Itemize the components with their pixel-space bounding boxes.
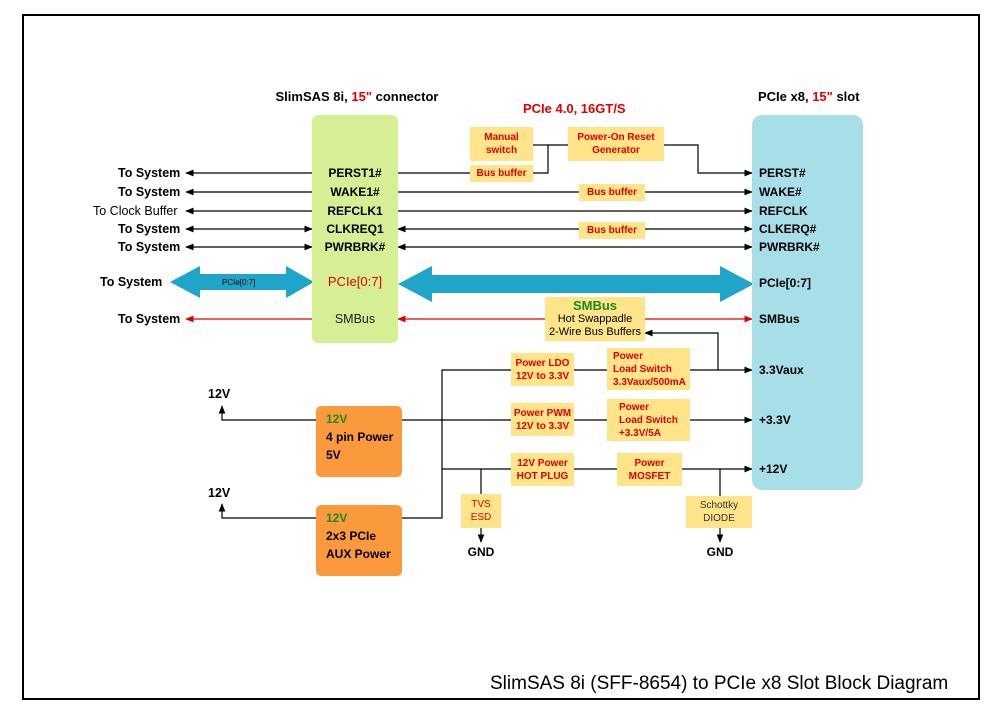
pin-smbus-left: SMBus (334, 312, 376, 326)
right-signal-lines (397, 144, 753, 251)
four-pin-line1: 4 pin Power (326, 430, 394, 444)
rail-3v3aux: 3.3Vaux (759, 363, 804, 377)
input-12v-top: 12V (208, 387, 231, 401)
pin-pcie-right: PCIe[0:7] (759, 276, 812, 290)
pin-refclk: REFCLK (759, 204, 808, 218)
pin-clkreq1: CLKREQ1 (326, 222, 384, 236)
left-connector-title: SlimSAS 8i, 15" connector (275, 89, 439, 104)
to-system-label: To System (118, 185, 181, 199)
pcie-to-system-label: To System (100, 275, 163, 289)
pcie-arrows (170, 266, 754, 302)
to-system-label: To System (118, 166, 181, 180)
to-system-label: To System (118, 240, 181, 254)
pin-wake1: WAKE1# (330, 185, 380, 199)
gnd-label: GND (467, 545, 495, 559)
gnd-label: GND (706, 545, 734, 559)
to-system-label: To System (118, 222, 181, 236)
pin-pcie-left: PCIe[0:7] (327, 274, 383, 289)
rail-12v: +12V (759, 462, 788, 476)
four-pin-title: 12V (326, 412, 348, 426)
aux-power-line1: 2x3 PCIe (326, 529, 377, 543)
right-slot-title: PCIe x8, 15" slot (758, 89, 860, 104)
smbus-buffer-title: SMBus (572, 298, 618, 313)
bus-buffer-clkreq: Bus buffer (579, 222, 645, 239)
left-signal-lines (185, 169, 313, 251)
rail-3v3: +3.3V (759, 413, 791, 427)
four-pin-line2: 5V (326, 448, 341, 462)
pin-clkerq: CLKERQ# (759, 222, 817, 236)
four-pin-power-source: 12V 4 pin Power 5V (316, 406, 402, 477)
bus-buffer-wake: Bus buffer (579, 184, 645, 201)
diagram-frame (22, 14, 980, 700)
smbus-buffer-line2: 2-Wire Bus Buffers (548, 326, 642, 338)
pin-pwrbrk-left: PWRBRK# (324, 240, 386, 254)
input-12v-bottom: 12V (208, 486, 231, 500)
pin-wake: WAKE# (759, 185, 802, 199)
aux-power-source: 12V 2x3 PCIe AUX Power (316, 505, 402, 576)
smbus-buffer-box: SMBus Hot Swappadle 2-Wire Bus Buffers (545, 297, 645, 341)
bus-buffer-perst: Bus buffer (470, 165, 533, 182)
pcie-speed-title: PCIe 4.0, 16GT/S (523, 101, 626, 116)
smbus-to-system-label: To System (118, 312, 181, 326)
diagram-title: SlimSAS 8i (SFF-8654) to PCIe x8 Slot Bl… (490, 673, 949, 694)
aux-power-line2: AUX Power (326, 547, 391, 561)
pin-pwrbrk-right: PWRBRK# (759, 240, 820, 254)
pin-refclk1: REFCLK1 (327, 204, 383, 218)
pin-perst1: PERST1# (328, 166, 382, 180)
to-clock-buffer-label: To Clock Buffer (93, 204, 178, 218)
pin-perst: PERST# (759, 166, 806, 180)
smbus-buffer-line1: Hot Swappadle (557, 313, 633, 325)
pcie-slot (752, 115, 863, 490)
pin-smbus-right: SMBus (759, 312, 800, 326)
aux-power-title: 12V (326, 511, 348, 525)
pcie-small-label: PCIe[0:7] (222, 278, 256, 287)
slimsas-connector (312, 115, 398, 343)
power-lines (218, 329, 753, 543)
